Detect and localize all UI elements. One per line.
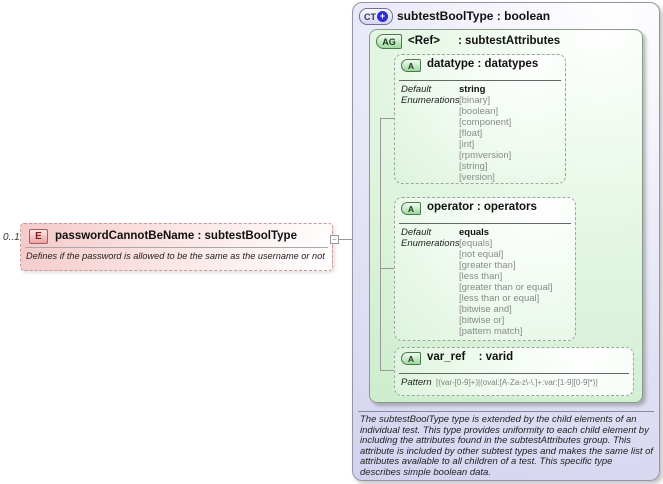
- divider: [399, 223, 571, 224]
- enum-value: [bitwise or]: [459, 315, 505, 326]
- attribute-facets: Pattern [(var-[0-9]+)|(oval:[A-Za-z\-\.]…: [401, 377, 598, 388]
- tree-trunk-line: [380, 118, 381, 370]
- attribute-group-ref: <Ref>: [408, 35, 440, 47]
- attribute-box-operator[interactable]: A operator : operators Default Enumerati…: [394, 197, 576, 341]
- attribute-box-datatype[interactable]: A datatype : datatypes Default Enumerati…: [394, 54, 566, 184]
- complex-type-badge-label: CT: [364, 11, 376, 22]
- enum-value: [component]: [459, 117, 512, 128]
- attribute-badge: A: [401, 202, 421, 215]
- attribute-badge: A: [401, 59, 421, 72]
- attribute-title: datatype : datatypes: [427, 58, 538, 70]
- attribute-badge: A: [401, 352, 421, 365]
- facet-pattern-value: [(var-[0-9]+)|(oval:[A-Za-z\-\.]+:var:[1…: [436, 378, 598, 387]
- tree-stub-line: [380, 268, 394, 269]
- collapse-handle-icon[interactable]: –: [330, 235, 339, 244]
- enum-value: [binary]: [459, 95, 491, 106]
- element-badge: E: [29, 229, 48, 244]
- complex-type-title: subtestBoolType : boolean: [397, 9, 551, 23]
- attribute-name: operator: [427, 201, 474, 213]
- enum-value: [not equal]: [459, 249, 504, 260]
- divider: [399, 80, 561, 81]
- facet-default-value: string: [459, 84, 486, 95]
- tree-stub-line: [380, 370, 394, 371]
- attribute-group-badge: AG: [376, 34, 402, 49]
- expand-icon[interactable]: +: [377, 11, 388, 22]
- complex-type-badge: CT +: [359, 8, 393, 25]
- enum-value: [version]: [459, 172, 495, 183]
- enum-value: [int]: [459, 139, 475, 150]
- divider: [399, 373, 629, 374]
- facet-label-pattern: Pattern: [401, 377, 432, 388]
- tree-stub-line: [380, 118, 394, 119]
- attribute-type: : datatypes: [477, 58, 539, 70]
- connector-line: [331, 239, 352, 240]
- attribute-name: datatype: [427, 58, 475, 70]
- attribute-facets: Default Enumerations string [binary] [bo…: [401, 84, 511, 183]
- attribute-group-title: <Ref> : subtestAttributes: [408, 35, 560, 47]
- facet-default-value: equals: [459, 227, 490, 238]
- facet-label-enumerations: Enumerations: [401, 238, 460, 249]
- type-documentation: The subtestBoolType type is extended by …: [360, 414, 654, 478]
- enum-value: [less than or equal]: [459, 293, 540, 304]
- enum-value: [greater than]: [459, 260, 516, 271]
- divider: [25, 247, 328, 248]
- enum-value: [pattern match]: [459, 326, 523, 337]
- complex-type-panel[interactable]: CT + subtestBoolType : boolean AG <Ref>:…: [352, 2, 660, 481]
- facet-label-default: Default: [401, 84, 432, 95]
- attribute-title: var_ref : varid: [427, 351, 513, 363]
- divider: [358, 411, 654, 412]
- cardinality-label: 0..1: [3, 232, 20, 243]
- attribute-group-box[interactable]: AG <Ref> : subtestAttributes A datatype :…: [369, 29, 643, 403]
- enum-value: [bitwise and]: [459, 304, 512, 315]
- attribute-box-var-ref[interactable]: A var_ref : varid Pattern [(var-[0-9]+)|…: [394, 347, 634, 396]
- attribute-title: operator : operators: [427, 201, 537, 213]
- enum-value: [boolean]: [459, 106, 499, 117]
- element-box-passwordcannotbename[interactable]: E passwordCannotBeName : subtestBoolType…: [20, 223, 333, 271]
- facet-label-default: Default: [401, 227, 432, 238]
- enum-value: [equals]: [459, 238, 493, 249]
- enum-value: [float]: [459, 128, 483, 139]
- attribute-type: : varid: [478, 351, 514, 363]
- element-title: passwordCannotBeName : subtestBoolType: [55, 230, 297, 242]
- element-annotation: Defines if the password is allowed to be…: [26, 251, 325, 261]
- attribute-facets: Default Enumerations equals [equals] [no…: [401, 227, 552, 337]
- enum-value: [string]: [459, 161, 488, 172]
- enum-value: [rpmversion]: [459, 150, 512, 161]
- facet-label-enumerations: Enumerations: [401, 95, 460, 106]
- attribute-name: var_ref: [427, 351, 466, 363]
- enum-value: [greater than or equal]: [459, 282, 553, 293]
- enum-value: [less than]: [459, 271, 503, 282]
- attribute-type: : operators: [476, 201, 537, 213]
- attribute-group-type: : subtestAttributes: [457, 35, 561, 47]
